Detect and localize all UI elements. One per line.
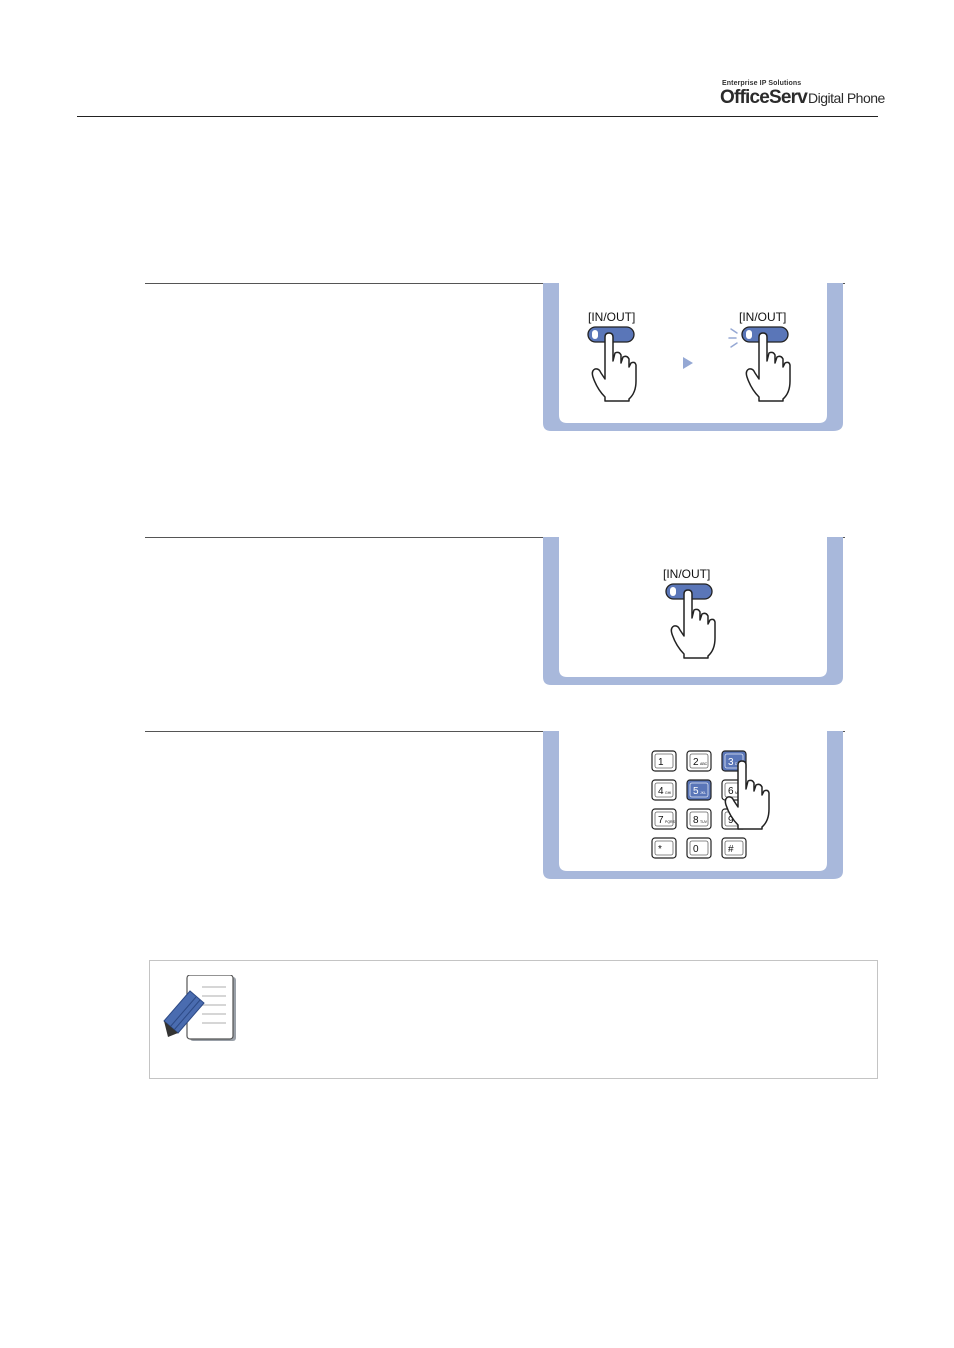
- keypad-key-label: 4: [658, 786, 664, 797]
- keypad-key-1: 1: [651, 750, 677, 772]
- illustration-panel-1: [IN/OUT] [IN/OUT]: [543, 283, 843, 431]
- in-out-label-left: [IN/OUT]: [588, 310, 635, 324]
- section-divider-3: [145, 731, 845, 732]
- keypad-key-label: #: [728, 844, 734, 855]
- header-divider: [77, 116, 878, 117]
- brand-product: Digital Phone: [808, 90, 885, 106]
- keypad-key-label: 0: [693, 844, 699, 855]
- hand-pointer-icon: [745, 332, 791, 402]
- keypad-key-label: 1: [658, 757, 664, 768]
- keypad-key-label: 5: [693, 786, 699, 797]
- brand-logo: Enterprise IP Solutions OfficeServDigita…: [720, 80, 885, 116]
- keypad-key-letters: GHI: [665, 791, 671, 795]
- in-out-label-right: [IN/OUT]: [739, 310, 786, 324]
- hand-pointer-icon: [724, 760, 770, 830]
- keypad-key-0: 0: [686, 837, 712, 859]
- keypad-key-label: 2: [693, 757, 699, 768]
- note-pencil-icon: [160, 974, 240, 1050]
- keypad-key-letters: TUV: [700, 820, 708, 824]
- section-divider-1: [145, 283, 845, 284]
- keypad-key-label: 3: [728, 757, 734, 768]
- brand-name: OfficeServ: [720, 87, 808, 108]
- keypad-key-hash: #: [721, 837, 747, 859]
- flash-icon: [728, 328, 738, 348]
- illustration-panel-3: 12ABC3DEF4GHI5JKL6MNO7PQRS8TUV9WXYZ*0#: [543, 731, 843, 879]
- section-divider-2: [145, 537, 845, 538]
- keypad-key-label: *: [658, 844, 662, 855]
- brand-tagline: Enterprise IP Solutions: [722, 80, 802, 87]
- keypad-key-label: 8: [693, 815, 699, 826]
- in-out-label: [IN/OUT]: [663, 567, 710, 581]
- note-box: [149, 960, 878, 1079]
- keypad-key-label: 6: [728, 786, 734, 797]
- hand-pointer-icon: [670, 589, 716, 659]
- keypad-key-letters: ABC: [700, 762, 708, 766]
- keypad-key-label: 7: [658, 815, 664, 826]
- keypad-key-letters: PQRS: [665, 820, 676, 824]
- keypad-key-star: *: [651, 837, 677, 859]
- hand-pointer-icon: [591, 332, 637, 402]
- keypad-key-label: 9: [728, 815, 734, 826]
- keypad-key-letters: JKL: [700, 791, 706, 795]
- arrow-right-icon: [683, 357, 693, 369]
- illustration-panel-2: [IN/OUT]: [543, 537, 843, 685]
